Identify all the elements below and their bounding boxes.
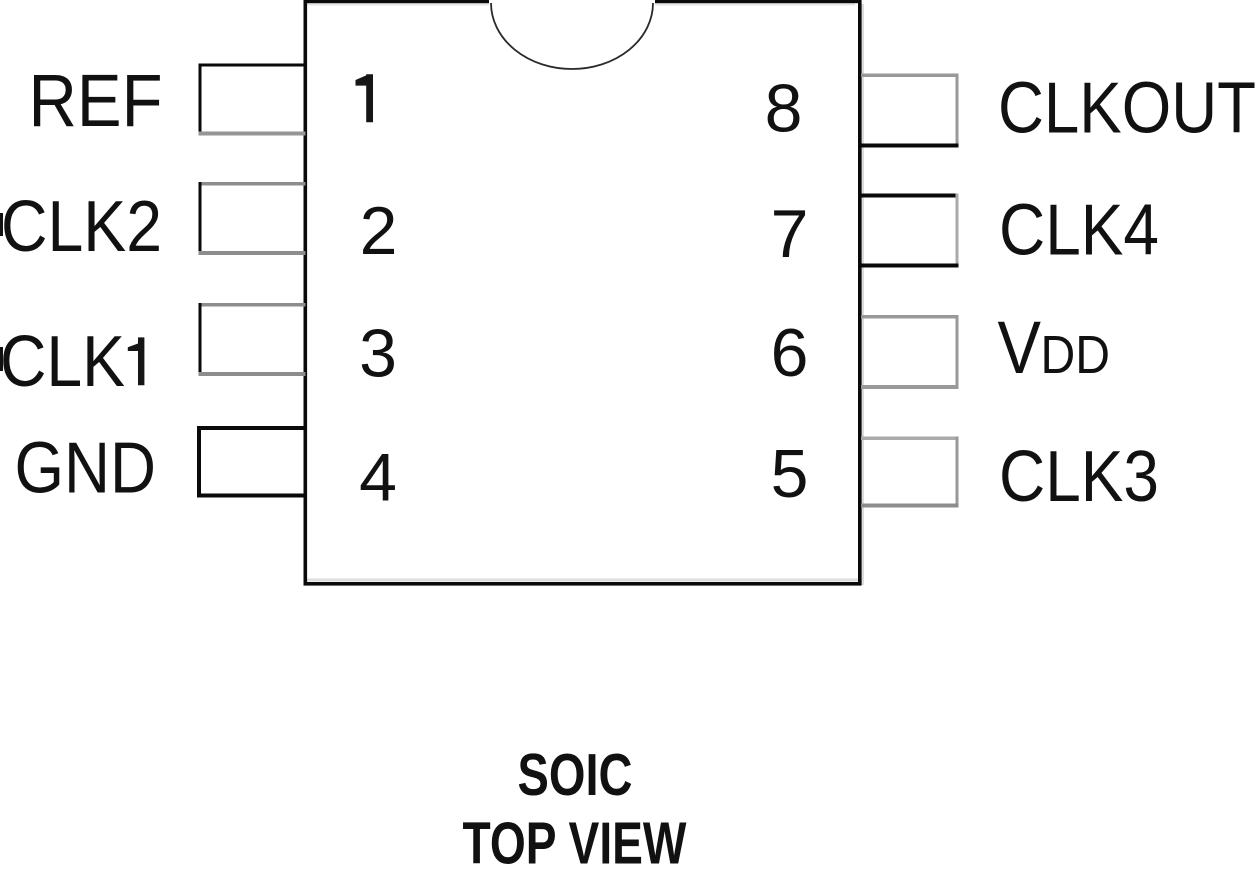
svg-text:CLK3: CLK3 <box>999 437 1159 517</box>
svg-text:6: 6 <box>771 315 809 391</box>
svg-text:CLK2: CLK2 <box>1 187 162 267</box>
svg-text:SOIC: SOIC <box>518 742 633 808</box>
svg-text:DD: DD <box>1041 325 1111 385</box>
svg-text:V: V <box>998 306 1042 389</box>
svg-text:4: 4 <box>359 440 397 516</box>
svg-text:3: 3 <box>359 315 397 391</box>
svg-text:CLK4: CLK4 <box>999 191 1159 271</box>
svg-text:7: 7 <box>771 196 809 272</box>
svg-text:REF: REF <box>29 59 163 142</box>
svg-text:2: 2 <box>360 193 398 269</box>
svg-text:5: 5 <box>771 436 809 512</box>
svg-text:CLK: CLK <box>0 322 125 402</box>
svg-text:GND: GND <box>15 429 157 509</box>
svg-text:CLKOUT: CLKOUT <box>998 68 1256 148</box>
svg-text:TOP VIEW: TOP VIEW <box>463 811 687 864</box>
svg-text:8: 8 <box>765 71 803 147</box>
